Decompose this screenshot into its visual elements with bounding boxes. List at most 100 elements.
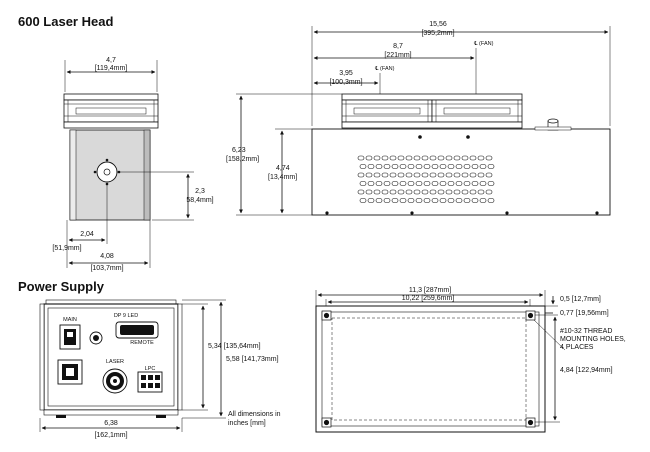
vent-slot bbox=[399, 198, 407, 203]
top-hole-spacing: 10,22 [259,6mm] bbox=[402, 295, 455, 302]
vent-slot bbox=[367, 181, 375, 186]
overall-length-value: 15,56 bbox=[429, 21, 447, 28]
vent-slot bbox=[415, 164, 423, 169]
vent-slot bbox=[421, 189, 429, 195]
fan-centerline-label-2: ℄ (FAN) bbox=[374, 66, 395, 72]
vent-slot bbox=[431, 198, 439, 203]
vent-slot bbox=[477, 189, 485, 195]
vent-slot bbox=[487, 181, 495, 186]
laser-head-front-view: 4,7 [119,4mm] 2,3 58,4mm] 2,04 bbox=[52, 57, 213, 272]
vent-slot bbox=[453, 189, 461, 195]
vent-slot bbox=[461, 172, 469, 178]
vent-slot bbox=[391, 198, 399, 203]
center-height-value: 2,3 bbox=[195, 188, 205, 195]
vent-slot bbox=[373, 172, 381, 178]
vent-slot bbox=[447, 164, 455, 169]
vent-slot bbox=[463, 181, 471, 186]
vent-slot bbox=[445, 172, 453, 178]
vent-slot bbox=[431, 164, 439, 169]
vent-slot bbox=[373, 155, 381, 161]
vent-slot bbox=[485, 155, 493, 161]
vent-slot bbox=[359, 198, 367, 203]
vent-slot bbox=[397, 172, 405, 178]
fan-offset-2-value: 3,95 bbox=[339, 70, 353, 77]
top-hole-spacing-y: 4,84 [122,94mm] bbox=[560, 367, 613, 374]
vent-slot bbox=[407, 181, 415, 186]
vent-slot bbox=[439, 198, 447, 203]
base-width-mm: [103,7mm] bbox=[90, 265, 123, 272]
main-switch-label: MAIN bbox=[63, 317, 77, 323]
fan-offset-2-mm: [100,3mm] bbox=[329, 79, 362, 86]
vent-slot bbox=[375, 164, 383, 169]
power-supply-front-view: MAIN DP 9 LED REMOTE LASER LPC bbox=[39, 299, 279, 439]
vent-slot bbox=[357, 155, 365, 161]
vent-slot bbox=[413, 172, 421, 178]
vent-slot bbox=[421, 155, 429, 161]
laser-head-side-view: 15,56 [395,2mm] ℄ (FAN) 8,7 [221mm] ℄ (F… bbox=[226, 21, 611, 216]
vent-slot bbox=[477, 155, 485, 161]
vent-slot bbox=[383, 181, 391, 186]
dimensions-note-line1: All dimensions in bbox=[228, 411, 281, 418]
vent-slot bbox=[399, 181, 407, 186]
vent-slot bbox=[479, 164, 487, 169]
fan-offset-mm: [221mm] bbox=[384, 52, 411, 59]
power-supply-title: Power Supply bbox=[18, 279, 105, 294]
vent-slot bbox=[453, 155, 461, 161]
vent-slot bbox=[405, 189, 413, 195]
laser-label: LASER bbox=[106, 359, 124, 365]
vent-slot bbox=[437, 155, 445, 161]
power-supply-top-view: 11,3 [287mm] 10,22 [259,6mm] 0,5 [12,7mm… bbox=[315, 287, 626, 433]
dimensions-note-line2: inches [mm] bbox=[228, 420, 266, 427]
vent-slot bbox=[461, 155, 469, 161]
vent-slot bbox=[437, 189, 445, 195]
vent-slot bbox=[431, 181, 439, 186]
body-height-value: 4,74 bbox=[276, 165, 290, 172]
vent-slot bbox=[367, 164, 375, 169]
vent-slot bbox=[391, 164, 399, 169]
center-offset-value: 2,04 bbox=[80, 231, 94, 238]
top-length: 11,3 [287mm] bbox=[409, 287, 451, 294]
vent-slot bbox=[445, 189, 453, 195]
vent-slot bbox=[383, 198, 391, 203]
vent-slot bbox=[429, 155, 437, 161]
vent-slot bbox=[455, 164, 463, 169]
vent-slot bbox=[485, 172, 493, 178]
vent-slot bbox=[471, 198, 479, 203]
vent-slot bbox=[391, 181, 399, 186]
hole-note-3: 4 PLACES bbox=[560, 344, 594, 351]
hole-note-2: MOUNTING HOLES, bbox=[560, 336, 626, 343]
vent-slot bbox=[375, 181, 383, 186]
vent-slot bbox=[365, 172, 373, 178]
vent-slot bbox=[487, 198, 495, 203]
vent-slot bbox=[373, 189, 381, 195]
vent-slot bbox=[415, 181, 423, 186]
vent-slot bbox=[479, 198, 487, 203]
vent-slot bbox=[477, 172, 485, 178]
vent-slot bbox=[381, 189, 389, 195]
vent-slot-grid bbox=[357, 155, 495, 203]
vent-slot bbox=[381, 155, 389, 161]
overall-height-mm: [158,2mm] bbox=[226, 156, 259, 163]
vent-slot bbox=[423, 181, 431, 186]
vent-slot bbox=[469, 172, 477, 178]
dp-led-label: DP 9 LED bbox=[114, 313, 138, 319]
vent-slot bbox=[469, 155, 477, 161]
vent-slot bbox=[415, 198, 423, 203]
ps-height-1: 5,34 [135,64mm] bbox=[208, 343, 261, 350]
fan-offset-value: 8,7 bbox=[393, 43, 403, 50]
laser-head-title: 600 Laser Head bbox=[18, 14, 113, 29]
overall-length-mm: [395,2mm] bbox=[421, 30, 454, 37]
center-offset-mm: [51,9mm] bbox=[52, 245, 81, 252]
vent-slot bbox=[413, 155, 421, 161]
vent-slot bbox=[407, 164, 415, 169]
vent-slot bbox=[447, 181, 455, 186]
vent-slot bbox=[429, 189, 437, 195]
vent-slot bbox=[479, 181, 487, 186]
vent-slot bbox=[381, 172, 389, 178]
vent-slot bbox=[463, 164, 471, 169]
vent-slot bbox=[471, 164, 479, 169]
vent-slot bbox=[413, 189, 421, 195]
vent-slot bbox=[469, 189, 477, 195]
top-edge-x: 0,5 [12,7mm] bbox=[560, 296, 601, 303]
